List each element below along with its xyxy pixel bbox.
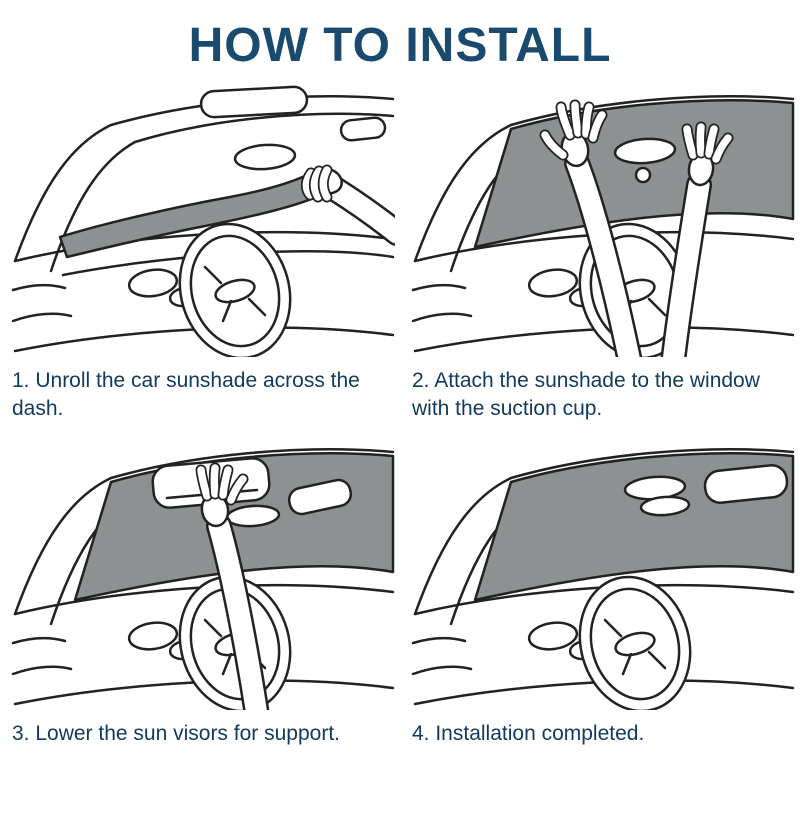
page-title: HOW TO INSTALL	[188, 19, 612, 72]
car-interior-unroll-scene	[11, 85, 395, 357]
second-sun-visor	[287, 479, 353, 516]
step-4-illustration	[405, 438, 795, 711]
step-3-illustration	[5, 438, 395, 711]
steering-wheel	[578, 576, 692, 711]
suction-cup	[634, 166, 652, 184]
step-4-caption: 4. Installation completed.	[412, 722, 645, 746]
left-hand-pressing	[539, 99, 643, 357]
hand-lowering-visor	[195, 462, 270, 711]
sunshade-installed	[473, 452, 795, 602]
steps-grid: 1. Unroll the car sunshade across the da…	[0, 85, 800, 764]
steering-wheel	[178, 222, 292, 357]
right-hand-pressing	[660, 121, 734, 357]
step-1-illustration	[5, 85, 395, 357]
car-interior-visor-scene	[11, 448, 395, 711]
step-4: 4. Installation completed.	[400, 438, 800, 764]
second-sun-visor-down	[703, 464, 789, 505]
step-2-illustration	[405, 85, 795, 357]
step-1: 1. Unroll the car sunshade across the da…	[0, 85, 400, 438]
rearview-mirror	[233, 143, 297, 171]
step-2: 2. Attach the sunshade to the window wit…	[400, 85, 800, 438]
roof-console	[199, 85, 387, 171]
hand-holding-sunshade	[300, 164, 395, 246]
step-1-caption: 1. Unroll the car sunshade across the da…	[12, 369, 360, 420]
rearview-mirror	[613, 137, 677, 165]
step-3: 3. Lower the sun visors for support.	[0, 438, 400, 764]
step-2-caption: 2. Attach the sunshade to the window wit…	[412, 369, 760, 420]
step-3-caption: 3. Lower the sun visors for support.	[12, 722, 340, 746]
car-interior-complete-scene	[411, 448, 795, 711]
car-interior-attach-scene	[411, 95, 795, 357]
rearview-mirror	[639, 496, 691, 517]
